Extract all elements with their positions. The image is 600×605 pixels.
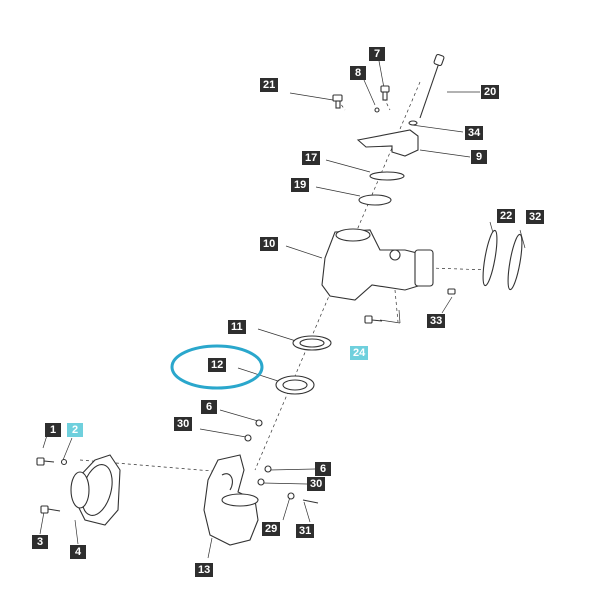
callout-21: 21 bbox=[260, 78, 279, 92]
callout-9: 9 bbox=[471, 150, 487, 164]
part-bolt-21 bbox=[332, 94, 343, 109]
part-ring-19 bbox=[358, 194, 392, 206]
part-pin-33 bbox=[447, 288, 456, 295]
part-pin-31 bbox=[302, 499, 319, 504]
part-washer-34 bbox=[408, 120, 418, 126]
part-cover-4 bbox=[70, 454, 121, 526]
part-bolt-7 bbox=[380, 85, 390, 101]
callout-33: 33 bbox=[427, 314, 446, 328]
callout-31: 31 bbox=[296, 524, 315, 538]
callout-20: 20 bbox=[481, 85, 500, 99]
callout-10: 10 bbox=[260, 237, 279, 251]
part-ball-6a bbox=[255, 419, 263, 427]
highlight-ring bbox=[170, 344, 264, 390]
part-bolt-3 bbox=[40, 505, 61, 514]
callout-30a: 30 bbox=[174, 417, 193, 431]
callout-4: 4 bbox=[70, 545, 86, 559]
callout-34: 34 bbox=[465, 126, 484, 140]
leader-lines bbox=[39, 60, 526, 559]
callout-6b: 6 bbox=[315, 462, 331, 476]
callout-6a: 6 bbox=[201, 400, 217, 414]
callout-30b: 30 bbox=[307, 477, 326, 491]
part-seal-12 bbox=[275, 375, 315, 395]
part-oring-32 bbox=[507, 233, 523, 291]
callout-3: 3 bbox=[32, 535, 48, 549]
part-ball-30a bbox=[244, 434, 252, 442]
part-bolt-1 bbox=[36, 457, 55, 466]
callout-2: 2 bbox=[67, 423, 83, 437]
part-seal-11 bbox=[292, 335, 332, 351]
part-washer-2 bbox=[60, 458, 68, 466]
part-bolt-24 bbox=[364, 315, 383, 324]
callout-13: 13 bbox=[195, 563, 214, 577]
callout-22: 22 bbox=[497, 209, 516, 223]
callout-19: 19 bbox=[291, 178, 310, 192]
part-washer-8 bbox=[374, 107, 380, 113]
part-ball-30b bbox=[257, 478, 265, 486]
callout-8: 8 bbox=[350, 66, 366, 80]
callout-24: 24 bbox=[350, 346, 369, 360]
part-lower-housing-13 bbox=[203, 454, 259, 546]
callout-12: 12 bbox=[208, 358, 227, 372]
callout-11: 11 bbox=[228, 320, 246, 334]
callout-1: 1 bbox=[45, 423, 61, 437]
callout-7: 7 bbox=[369, 47, 385, 61]
part-ball-29 bbox=[287, 492, 295, 500]
part-bracket-9 bbox=[356, 129, 419, 157]
part-ring-17 bbox=[369, 171, 405, 181]
part-housing-10 bbox=[321, 228, 434, 301]
callout-29: 29 bbox=[262, 522, 281, 536]
callout-17: 17 bbox=[302, 151, 321, 165]
part-ball-6b bbox=[264, 465, 272, 473]
part-oring-22 bbox=[482, 229, 498, 287]
part-dipstick bbox=[419, 53, 445, 119]
callout-32: 32 bbox=[526, 210, 545, 224]
